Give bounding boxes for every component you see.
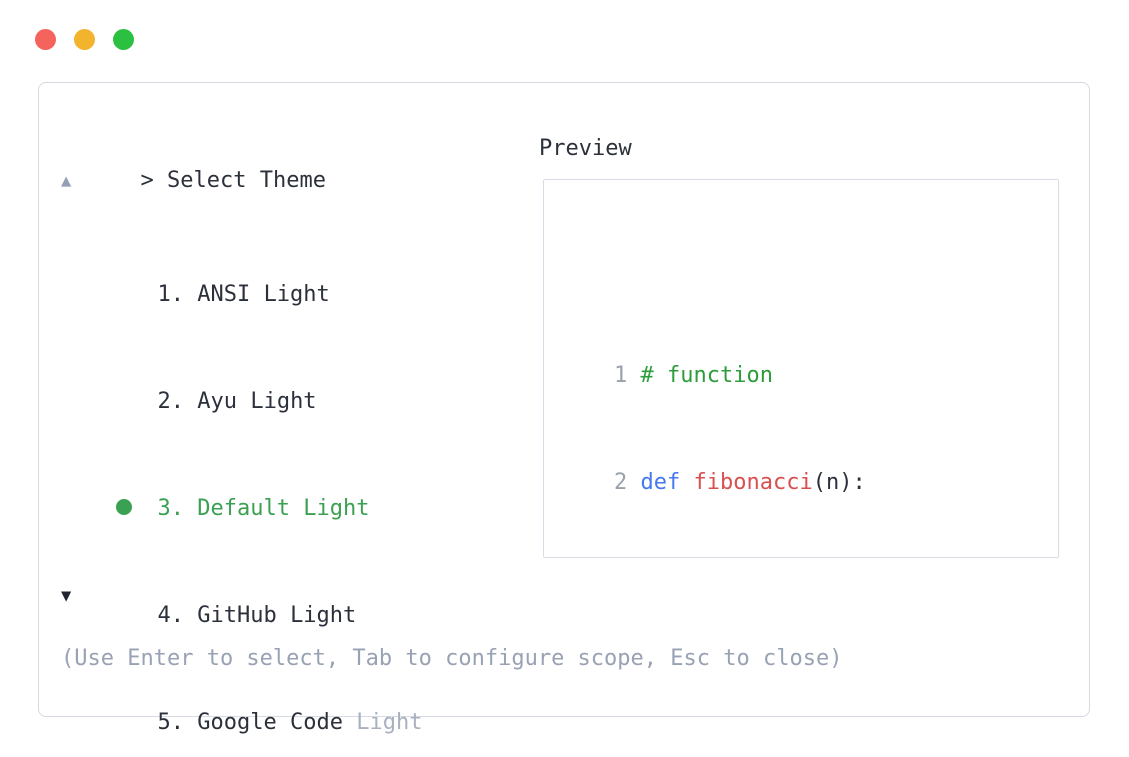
minimize-button[interactable] bbox=[74, 29, 95, 50]
theme-item-number: 3. bbox=[157, 496, 184, 521]
theme-item-variant: Light bbox=[290, 603, 357, 628]
theme-item-variant: Light bbox=[250, 389, 317, 414]
theme-item-number: 2. bbox=[157, 389, 184, 414]
footer-hint: (Use Enter to select, Tab to configure s… bbox=[61, 646, 843, 671]
preview-label: Preview bbox=[539, 136, 632, 161]
code-block: 1 # function 2 def fibonacci(n): 3 a, b = … bbox=[561, 278, 1058, 557]
maximize-button[interactable] bbox=[113, 29, 134, 50]
code-tokens: # function bbox=[641, 363, 773, 388]
prompt-line: > Select Theme bbox=[61, 133, 326, 193]
preview-box: 1 # function 2 def fibonacci(n): 3 a, b = … bbox=[543, 179, 1059, 558]
theme-item-name: Ayu bbox=[197, 389, 238, 414]
code-token bbox=[680, 470, 693, 495]
scroll-down-icon[interactable]: ▼ bbox=[61, 586, 72, 606]
code-line: 1 # function bbox=[561, 328, 1058, 388]
theme-item-variant: Light bbox=[303, 496, 370, 521]
theme-list-item[interactable]: 1. ANSI Light bbox=[39, 247, 539, 307]
page-title: Select Theme bbox=[167, 168, 326, 193]
selected-dot-slot bbox=[114, 493, 144, 525]
theme-list-item[interactable]: 4. GitHub Light bbox=[39, 568, 539, 628]
theme-item-number: 4. bbox=[157, 603, 184, 628]
line-number: 1 bbox=[613, 363, 628, 388]
theme-item-variant: Light bbox=[356, 710, 423, 735]
close-button[interactable] bbox=[35, 29, 56, 50]
theme-item-name: ANSI bbox=[197, 282, 251, 307]
code-token: # function bbox=[640, 363, 773, 388]
window-controls bbox=[35, 29, 134, 50]
code-token: fibonacci bbox=[693, 470, 813, 495]
code-line: 3 a, b = 0, 1 bbox=[561, 542, 1058, 557]
theme-item-number: 5. bbox=[157, 710, 184, 735]
selected-dot-icon bbox=[115, 499, 132, 515]
theme-list-item[interactable]: 2. Ayu Light bbox=[39, 354, 539, 414]
line-number: 2 bbox=[613, 470, 628, 495]
scroll-up-icon[interactable]: ▲ bbox=[61, 171, 72, 191]
code-line: 2 def fibonacci(n): bbox=[561, 435, 1058, 495]
code-tokens: def fibonacci(n): bbox=[641, 470, 866, 495]
theme-item-name: Default bbox=[197, 496, 290, 521]
prompt-marker: > bbox=[140, 168, 154, 193]
theme-item-name: Google Code bbox=[197, 710, 343, 735]
code-token: (n): bbox=[812, 470, 866, 495]
theme-item-name: GitHub bbox=[197, 603, 277, 628]
theme-list-item[interactable]: 3. Default Light bbox=[39, 461, 539, 521]
theme-item-variant: Light bbox=[263, 282, 330, 307]
theme-list-item[interactable]: 5. Google Code Light bbox=[39, 675, 539, 735]
theme-item-number: 1. bbox=[157, 282, 184, 307]
code-token: def bbox=[640, 470, 681, 495]
